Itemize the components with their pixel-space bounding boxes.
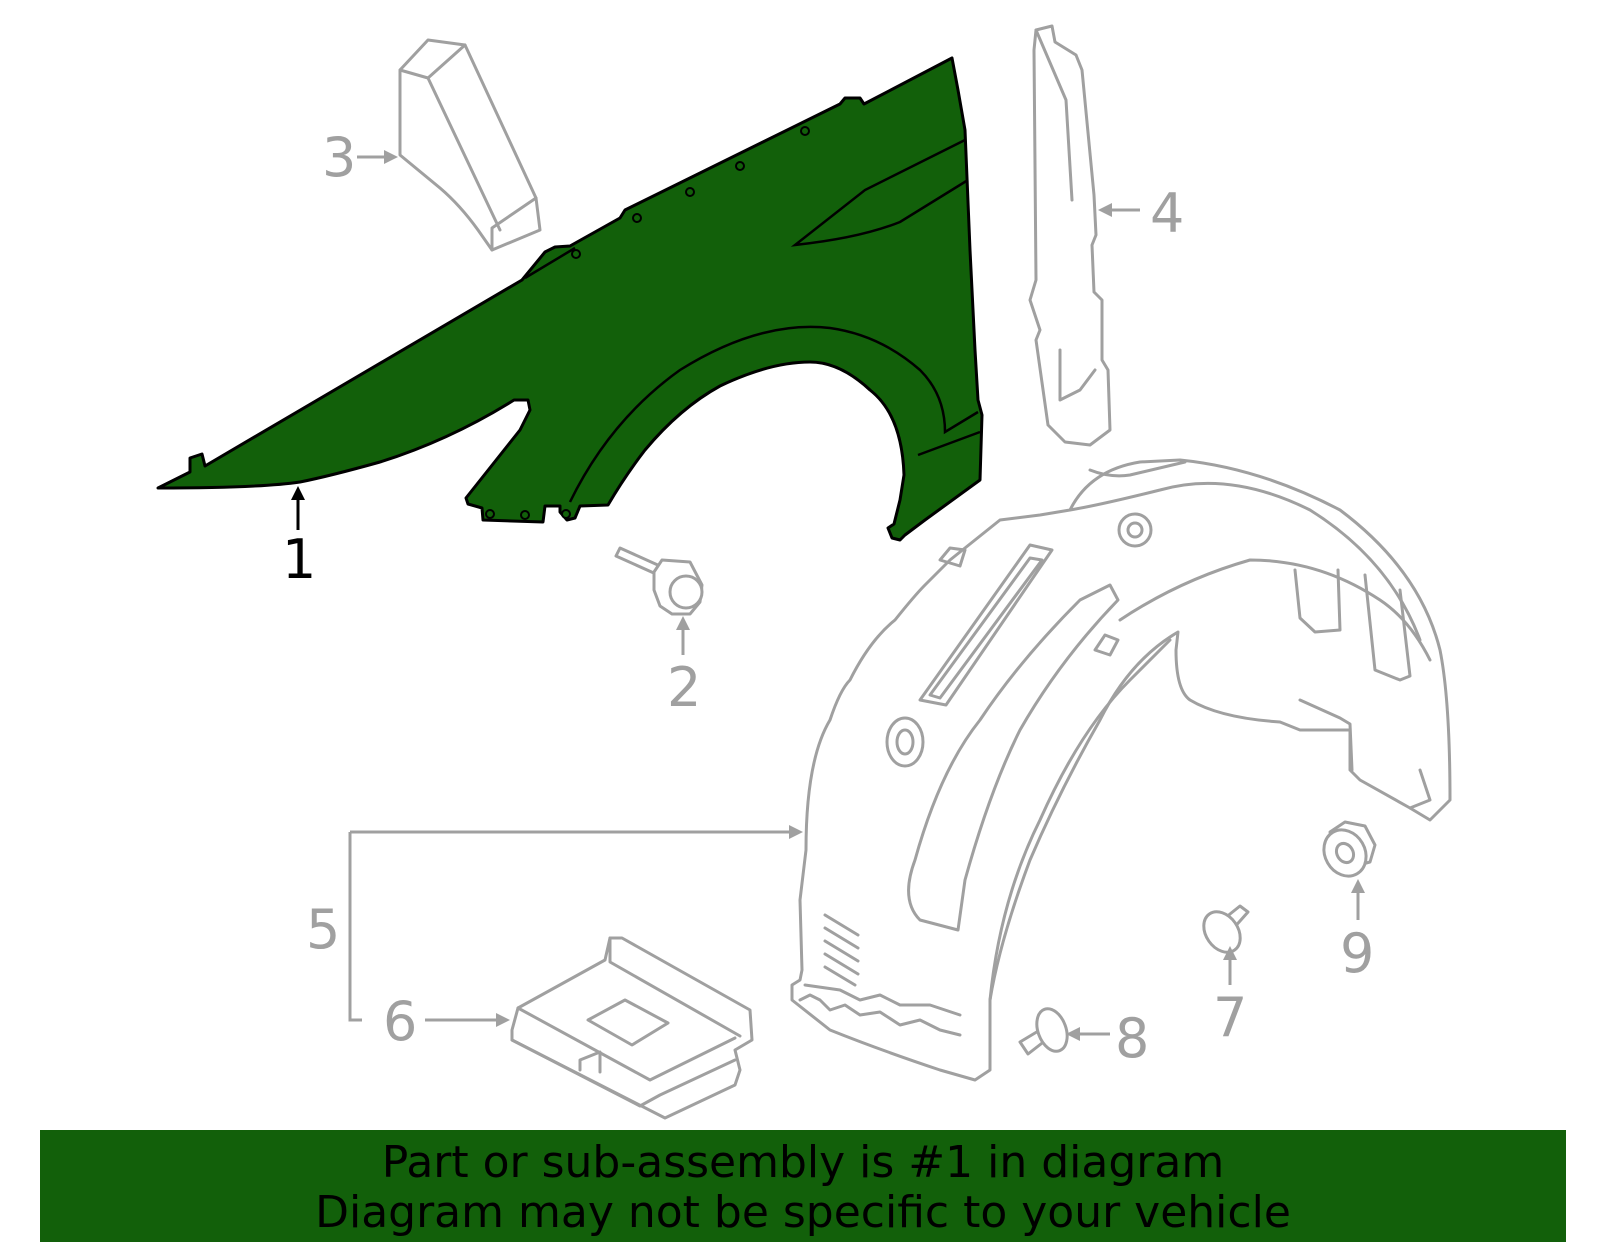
callout-5: 5 <box>306 898 340 961</box>
part-3-insulator[interactable] <box>398 38 542 252</box>
callout-8: 8 <box>1115 1007 1149 1070</box>
callout-9: 9 <box>1340 922 1374 985</box>
part-6-shield[interactable] <box>510 936 754 1120</box>
banner-line-2: Diagram may not be specific to your vehi… <box>315 1187 1291 1238</box>
part-4-seal[interactable] <box>1028 24 1112 447</box>
part-1-fender[interactable] <box>156 56 984 542</box>
callout-2: 2 <box>667 656 701 719</box>
part-2-bolt[interactable] <box>614 546 704 616</box>
leader-lines <box>291 150 1365 1041</box>
part-8-retainer[interactable] <box>1018 1005 1073 1056</box>
banner-line-1: Part or sub-assembly is #1 in diagram <box>381 1137 1225 1188</box>
callout-6: 6 <box>383 990 417 1053</box>
callout-4: 4 <box>1150 182 1184 245</box>
part-5-fender-liner[interactable] <box>790 458 1452 1082</box>
callout-1: 1 <box>282 528 316 591</box>
callout-3: 3 <box>322 126 356 189</box>
info-banner: Part or sub-assembly is #1 in diagram Di… <box>40 1130 1566 1242</box>
part-9-nut[interactable] <box>1316 820 1377 884</box>
callout-7: 7 <box>1213 986 1247 1049</box>
part-7-clip[interactable] <box>1196 904 1250 959</box>
